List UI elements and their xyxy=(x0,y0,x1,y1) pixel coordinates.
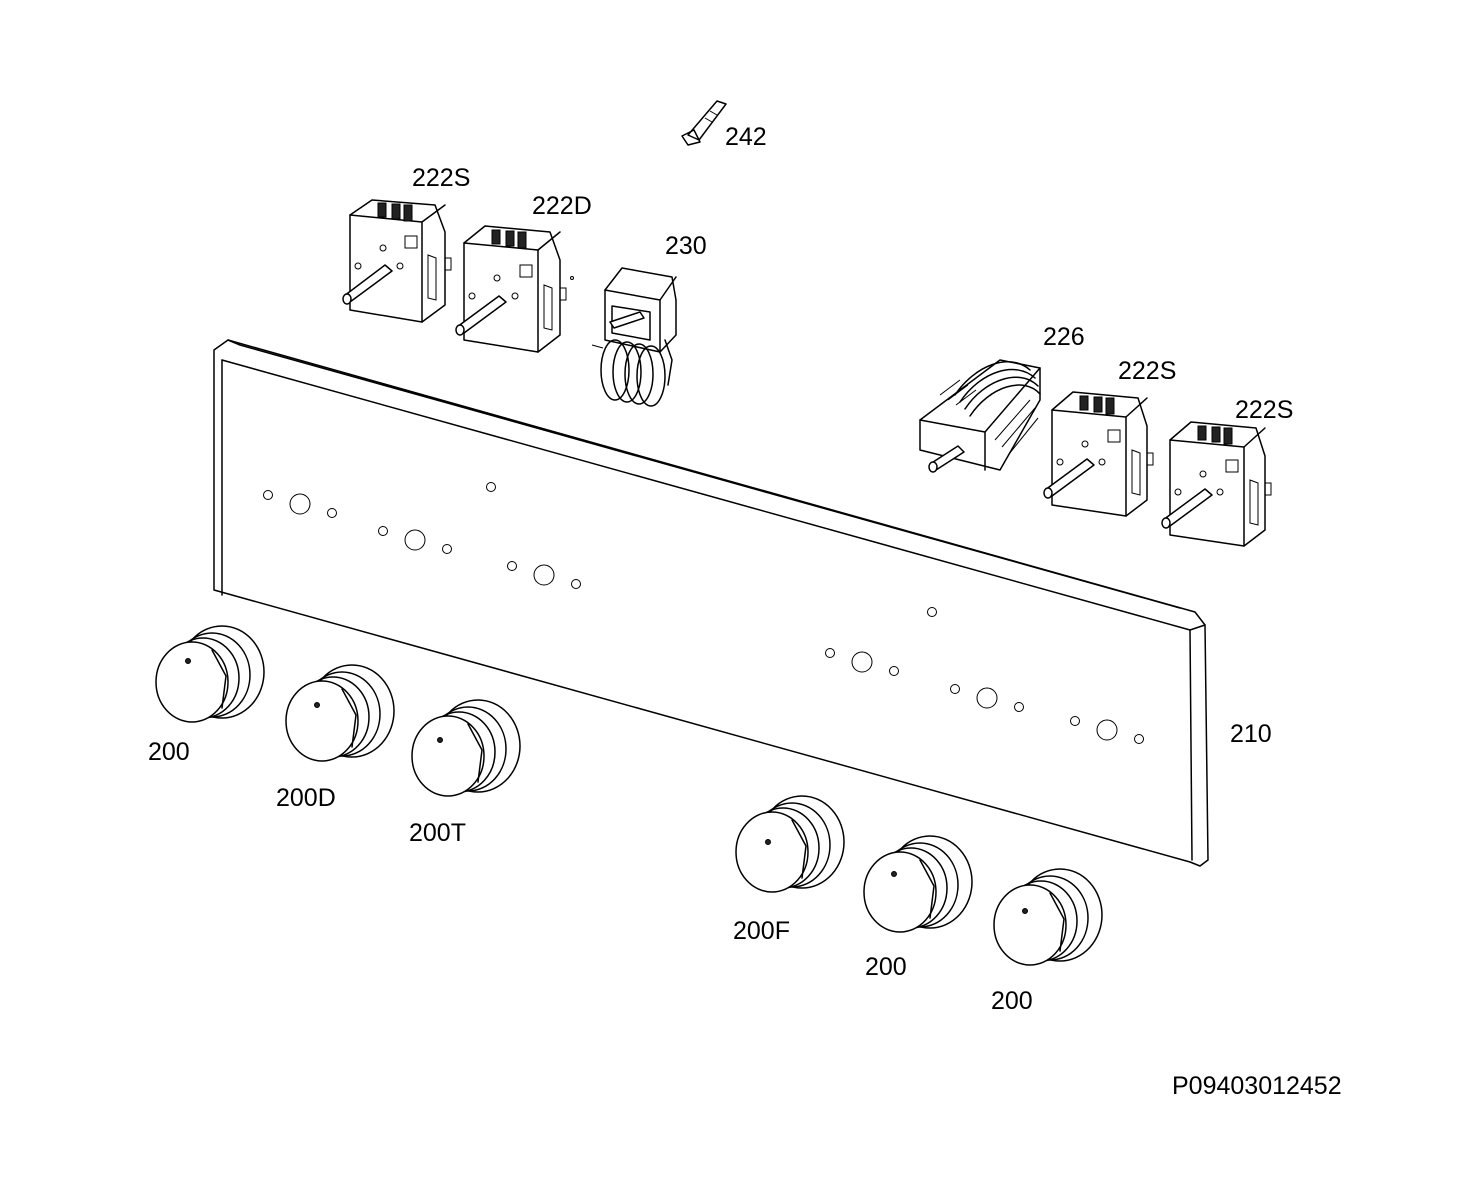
part-242-clip xyxy=(681,100,727,146)
label-222s-left: 222S xyxy=(412,164,470,192)
knob-200f xyxy=(735,795,845,893)
label-200-left: 200 xyxy=(148,738,190,766)
label-222d: 222D xyxy=(532,192,592,220)
knob-200t xyxy=(411,699,521,797)
label-200-right-1: 200 xyxy=(865,953,907,981)
label-242: 242 xyxy=(725,123,767,151)
part-222s-switch-right-2 xyxy=(1161,421,1272,547)
label-210: 210 xyxy=(1230,720,1272,748)
label-222s-right-2: 222S xyxy=(1235,396,1293,424)
knob-200-right-2 xyxy=(993,868,1103,966)
label-222s-right-1: 222S xyxy=(1118,357,1176,385)
drawing-number: P09403012452 xyxy=(1172,1072,1342,1100)
part-222d-switch xyxy=(455,225,574,353)
label-200-right-2: 200 xyxy=(991,987,1033,1015)
label-226: 226 xyxy=(1043,323,1085,351)
label-200d: 200D xyxy=(276,784,336,812)
part-230-thermostat xyxy=(591,267,677,407)
part-226-selector-switch xyxy=(919,359,1041,473)
label-230: 230 xyxy=(665,232,707,260)
knob-200-right-1 xyxy=(863,835,973,933)
part-222s-switch-left xyxy=(342,199,452,323)
knob-200d xyxy=(285,664,395,762)
part-210-control-panel xyxy=(213,339,1209,867)
label-200t: 200T xyxy=(409,819,466,847)
part-222s-switch-right-1 xyxy=(1043,391,1154,517)
knob-200-left xyxy=(155,625,265,723)
label-200f: 200F xyxy=(733,917,790,945)
